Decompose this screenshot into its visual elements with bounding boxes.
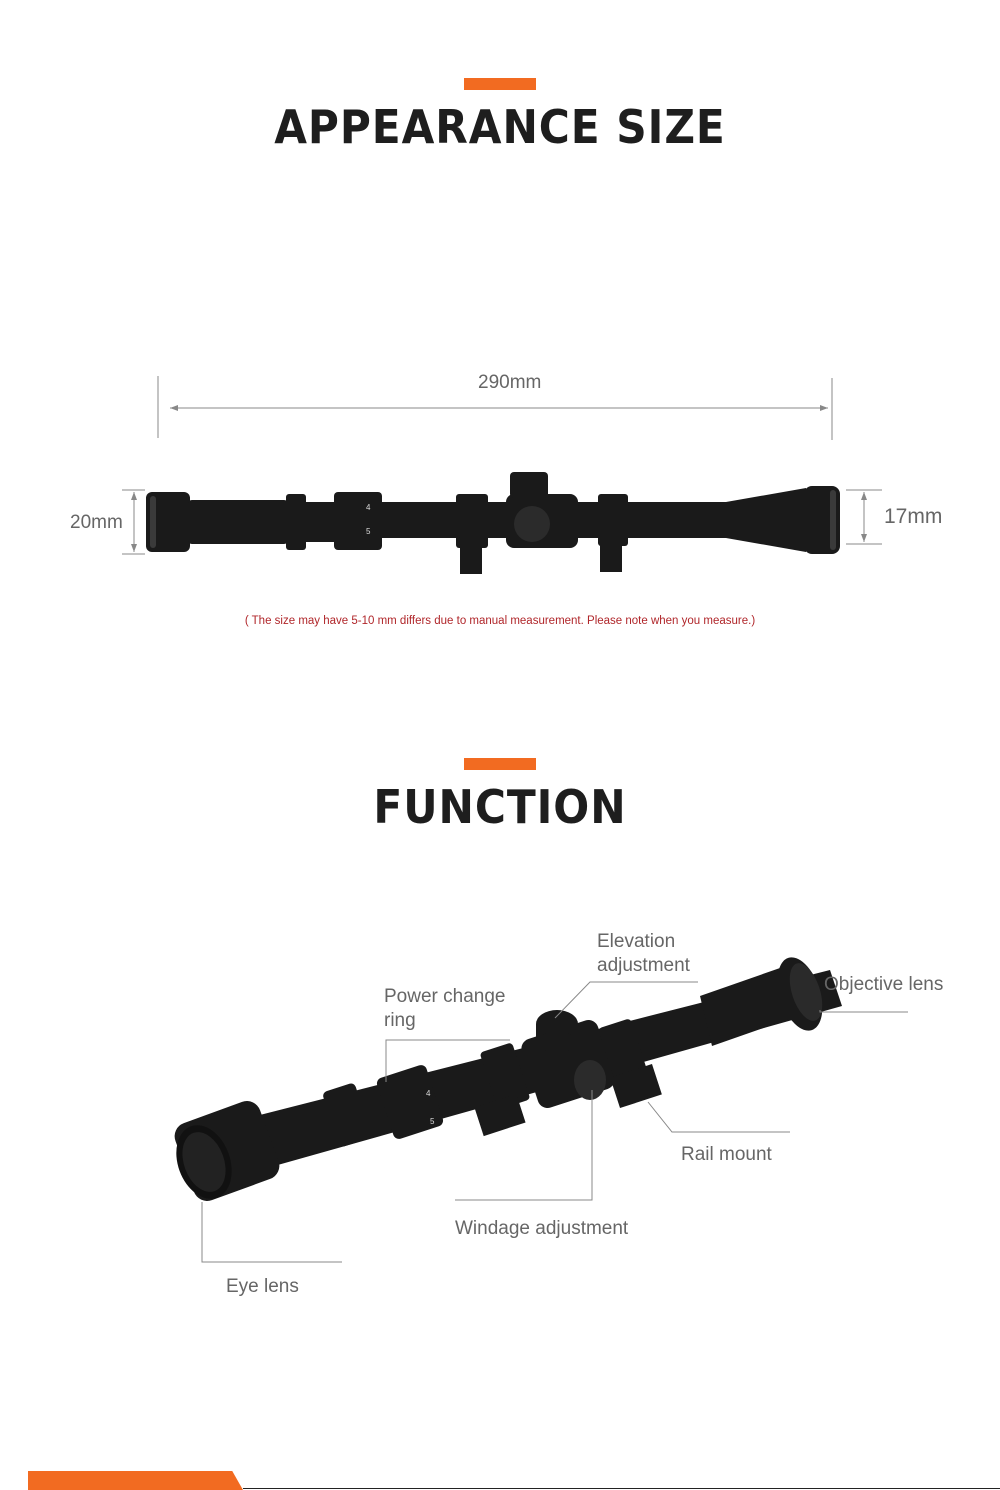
measurement-note: ( The size may have 5-10 mm differs due … [244, 615, 756, 627]
power-change-ring [334, 492, 382, 550]
elevation-leader [554, 981, 698, 1019]
eye-leader [201, 1202, 342, 1263]
objective-diameter-label: 17mm [884, 505, 943, 528]
eye-focus-ring [323, 1083, 371, 1147]
power-mark-4: 4 [366, 503, 371, 512]
windage-knob [574, 1060, 606, 1100]
front-rail-clamp [474, 1093, 526, 1137]
windage-leader [455, 1090, 593, 1201]
power-change-ring [376, 1065, 444, 1139]
function-accent-bar [464, 758, 536, 770]
footer-accent-bar [28, 1471, 243, 1490]
function-title: FUNCTION [373, 780, 627, 834]
windage-knob [514, 506, 550, 542]
length-label: 290mm [478, 372, 542, 393]
scope-angled-view [174, 957, 842, 1201]
power-mark-5: 5 [366, 527, 371, 536]
rear-ring-mount [598, 494, 628, 546]
rear-rail-clamp [610, 1063, 662, 1109]
footer-rule [243, 1488, 1000, 1489]
appearance-title: APPEARANCE SIZE [274, 100, 726, 154]
objective-leader [819, 1010, 908, 1013]
appearance-accent-bar [464, 78, 536, 90]
front-ring-mount [480, 1043, 530, 1109]
callout-elevation: Elevation adjustment [597, 931, 690, 976]
front-ring-mount [456, 494, 488, 548]
scope-side-view [146, 472, 840, 574]
function-scope-illustration: 4 5 [174, 957, 908, 1263]
rail-leader [647, 1101, 790, 1133]
callout-objective-lens: Objective lens [824, 974, 944, 995]
rear-ring-mount [598, 1019, 648, 1083]
appearance-scope-illustration: 4 5 [122, 376, 882, 574]
callout-eye-lens: Eye lens [226, 1276, 299, 1297]
eye-focus-ring [286, 494, 306, 550]
callout-windage: Windage adjustment [455, 1218, 629, 1239]
power-leader [385, 1039, 510, 1082]
power-mark-5-angled: 5 [430, 1117, 435, 1126]
power-mark-4-angled: 4 [426, 1089, 431, 1098]
elevation-turret [510, 472, 548, 498]
eye-diameter-label: 20mm [70, 512, 123, 533]
callout-power-change-ring: Power change ring [384, 986, 506, 1031]
callout-rail-mount: Rail mount [681, 1144, 772, 1165]
eye-lens-cap [146, 492, 190, 552]
